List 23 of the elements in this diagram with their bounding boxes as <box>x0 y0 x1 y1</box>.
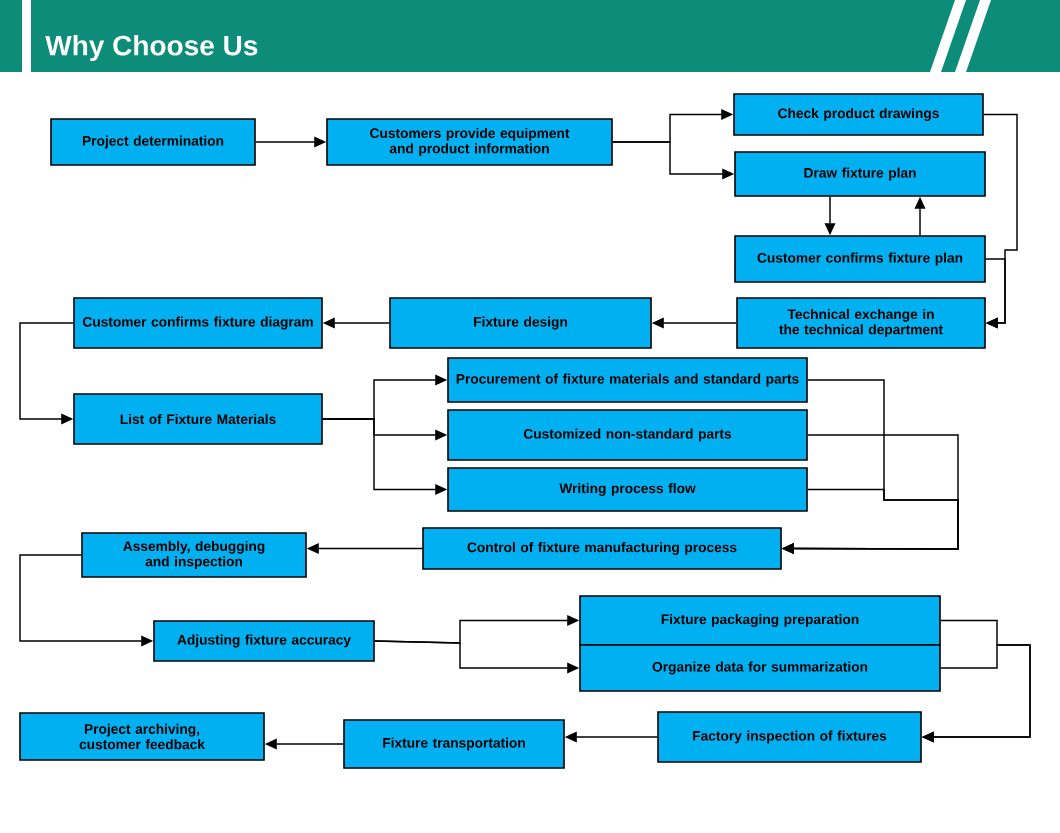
process-box: Customized non-standard parts <box>447 409 808 461</box>
process-box: Project archiving, customer feedback <box>19 712 265 761</box>
process-box: Fixture transportation <box>343 719 565 769</box>
process-box: Writing process flow <box>447 467 808 512</box>
process-box: Assembly, debugging and inspection <box>81 532 307 578</box>
process-box: List of Fixture Materials <box>73 393 323 445</box>
process-box: Customers provide equipment and product information <box>326 118 613 166</box>
process-box: Customer confirms fixture plan <box>734 235 986 283</box>
process-box: Factory inspection of fixtures <box>657 711 922 763</box>
process-box: Check product drawings <box>733 93 984 136</box>
process-box: Customer confirms fixture diagram <box>73 297 323 349</box>
page-title: Why Choose Us <box>45 34 258 62</box>
arrow <box>19 322 74 425</box>
process-box: Organize data for summarization <box>579 644 941 692</box>
process-box: Procurement of fixture materials and standard parts <box>447 357 808 403</box>
process-box: Control of fixture manufacturing process <box>422 527 782 570</box>
process-box: Fixture design <box>389 297 652 349</box>
process-box: Adjusting fixture accuracy <box>153 620 375 662</box>
arrow <box>985 258 1006 329</box>
process-box: Project determination <box>50 118 256 166</box>
process-box: Technical exchange in the technical department <box>736 297 986 349</box>
process-box: Fixture packaging preparation <box>579 595 941 646</box>
process-box: Draw fixture plan <box>734 151 986 197</box>
